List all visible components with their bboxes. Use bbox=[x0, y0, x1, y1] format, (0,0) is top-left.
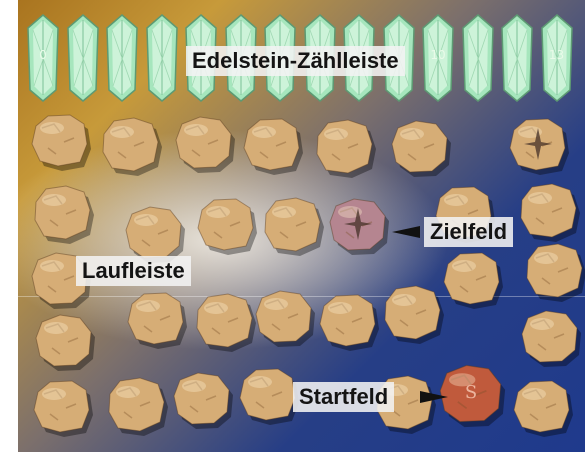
stone-field bbox=[106, 376, 166, 432]
target-arrow-icon bbox=[392, 226, 420, 238]
stone-field bbox=[382, 284, 442, 340]
target-field bbox=[328, 196, 388, 252]
stone-field bbox=[318, 292, 378, 348]
stone-field bbox=[262, 196, 322, 252]
stone-field bbox=[524, 242, 584, 298]
gem-slot: 10 bbox=[421, 14, 455, 102]
gem-slot bbox=[500, 14, 534, 102]
target-field-label: Zielfeld bbox=[424, 217, 513, 247]
stone-field bbox=[172, 370, 232, 426]
stone-field bbox=[194, 292, 254, 348]
gem-number: 10 bbox=[421, 48, 455, 62]
stone-field bbox=[174, 114, 234, 170]
stone-field bbox=[30, 112, 90, 168]
stone-field bbox=[126, 290, 186, 346]
corner-field bbox=[508, 116, 568, 172]
gem-slot bbox=[105, 14, 139, 102]
gem-number: 0 bbox=[26, 48, 60, 62]
gem-slot bbox=[461, 14, 495, 102]
gem-slot: 13 bbox=[540, 14, 574, 102]
gem-track-label: Edelstein-Zählleiste bbox=[186, 46, 405, 76]
stone-field bbox=[32, 378, 92, 434]
stone-field bbox=[32, 184, 92, 240]
stone-field bbox=[390, 118, 450, 174]
start-arrow-icon bbox=[420, 391, 448, 403]
stone-field bbox=[520, 308, 580, 364]
stone-field bbox=[238, 366, 298, 422]
stone-field bbox=[100, 116, 160, 172]
stone-field bbox=[124, 204, 184, 260]
track-label: Laufleiste bbox=[76, 256, 191, 286]
stone-field bbox=[314, 118, 374, 174]
stone-field bbox=[442, 250, 502, 306]
stone-field bbox=[512, 378, 572, 434]
stone-field bbox=[254, 288, 314, 344]
gem-slot bbox=[145, 14, 179, 102]
stone-field bbox=[242, 116, 302, 172]
gem-slot bbox=[66, 14, 100, 102]
gem-number: 13 bbox=[540, 48, 574, 62]
stone-field bbox=[34, 312, 94, 368]
gem-slot: 0 bbox=[26, 14, 60, 102]
stone-field bbox=[518, 182, 578, 238]
stone-field bbox=[196, 196, 256, 252]
start-field-label: Startfeld bbox=[293, 382, 394, 412]
